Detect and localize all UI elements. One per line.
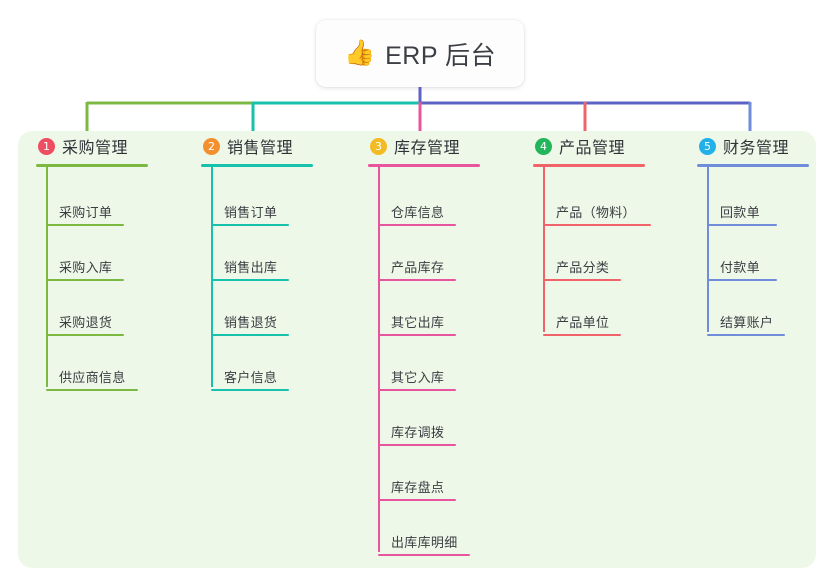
branch-item-label: 库存盘点 — [391, 480, 445, 495]
branch-item-label: 销售订单 — [224, 205, 278, 220]
branch-item-rule — [543, 334, 621, 336]
branch-item-rule — [211, 334, 289, 336]
branch-item-rule — [46, 224, 124, 226]
branch-item-label: 出库库明细 — [391, 535, 458, 550]
branch-item-label: 其它出库 — [391, 315, 445, 330]
branch-underline-4 — [533, 164, 645, 167]
branch-number-badge-4: 4 — [535, 137, 552, 155]
branch-item-label: 客户信息 — [224, 370, 278, 385]
branch-column-1: 1 采购管理采购订单采购入库采购退货供应商信息 — [36, 131, 186, 391]
branch-column-2: 2 销售管理销售订单销售出库销售退货客户信息 — [201, 131, 351, 391]
branch-item-rule — [378, 224, 456, 226]
root-node[interactable]: 👍 ERP 后台 — [316, 20, 524, 87]
branch-item-rule — [211, 389, 289, 391]
branch-item-rule — [543, 224, 651, 226]
branch-header-5[interactable]: 5 财务管理 — [697, 131, 839, 161]
branch-title-4: 产品管理 — [559, 140, 626, 157]
branch-spine-1 — [46, 167, 48, 387]
branch-number-badge-3: 3 — [370, 137, 387, 155]
branch-item-label: 采购入库 — [59, 260, 113, 275]
branch-number-badge-5: 5 — [699, 137, 716, 155]
branch-item-rule — [211, 279, 289, 281]
branch-item-rule — [378, 499, 456, 501]
branch-spine-2 — [211, 167, 213, 387]
branch-item-rule — [378, 279, 456, 281]
branch-item-rule — [46, 279, 124, 281]
branch-item-rule — [707, 279, 777, 281]
branch-item-label: 产品库存 — [391, 260, 445, 275]
branch-item-rule — [378, 554, 470, 556]
branch-column-3: 3 库存管理仓库信息产品库存其它出库其它入库库存调拨库存盘点出库库明细 — [368, 131, 518, 556]
branches-panel: 1 采购管理采购订单采购入库采购退货供应商信息 2 销售管理销售订单销售出库销售退货客… — [18, 131, 816, 568]
branch-underline-5 — [697, 164, 809, 167]
branch-column-5: 5 财务管理回款单付款单结算账户 — [697, 131, 839, 336]
branch-item-label: 产品分类 — [556, 260, 610, 275]
branch-item-label: 销售出库 — [224, 260, 278, 275]
branch-column-4: 4 产品管理产品（物料） 产品分类产品单位 — [533, 131, 683, 336]
branch-item-rule — [46, 334, 124, 336]
branch-underline-1 — [36, 164, 148, 167]
branch-title-5: 财务管理 — [723, 140, 790, 157]
branch-item-rule — [543, 279, 621, 281]
branch-item-rule — [378, 444, 456, 446]
branch-title-3: 库存管理 — [394, 140, 461, 157]
branch-item-rule — [46, 389, 138, 391]
branch-item-rule — [378, 389, 456, 391]
thumbs-up-icon: 👍 — [343, 39, 376, 67]
branch-number-badge-2: 2 — [203, 137, 220, 155]
branch-item-label: 仓库信息 — [391, 205, 445, 220]
branch-item-label: 供应商信息 — [59, 370, 126, 385]
branch-item-label: 其它入库 — [391, 370, 445, 385]
branch-number-badge-1: 1 — [38, 137, 55, 155]
branch-item-label: 采购退货 — [59, 315, 113, 330]
branch-header-3[interactable]: 3 库存管理 — [368, 131, 518, 161]
branch-item-rule — [707, 334, 785, 336]
branch-spine-3 — [378, 167, 380, 552]
branch-item-label: 付款单 — [720, 260, 760, 275]
branch-title-1: 采购管理 — [62, 140, 129, 157]
branch-underline-3 — [368, 164, 480, 167]
branch-underline-2 — [201, 164, 313, 167]
branch-spine-4 — [543, 167, 545, 332]
branch-header-2[interactable]: 2 销售管理 — [201, 131, 351, 161]
branch-item-label: 回款单 — [720, 205, 760, 220]
branch-item-rule — [378, 334, 456, 336]
branch-item-rule — [707, 224, 777, 226]
branch-item-label: 结算账户 — [720, 315, 774, 330]
branch-item-label: 产品（物料） — [556, 205, 636, 220]
branch-item-label: 产品单位 — [556, 315, 610, 330]
branch-header-1[interactable]: 1 采购管理 — [36, 131, 186, 161]
branch-title-2: 销售管理 — [227, 140, 294, 157]
root-node-title: ERP 后台 — [385, 41, 497, 70]
branch-item-label: 采购订单 — [59, 205, 113, 220]
branch-header-4[interactable]: 4 产品管理 — [533, 131, 683, 161]
branch-item-label: 销售退货 — [224, 315, 278, 330]
branch-spine-5 — [707, 167, 709, 332]
branch-item-rule — [211, 224, 289, 226]
branch-item-label: 库存调拨 — [391, 425, 445, 440]
